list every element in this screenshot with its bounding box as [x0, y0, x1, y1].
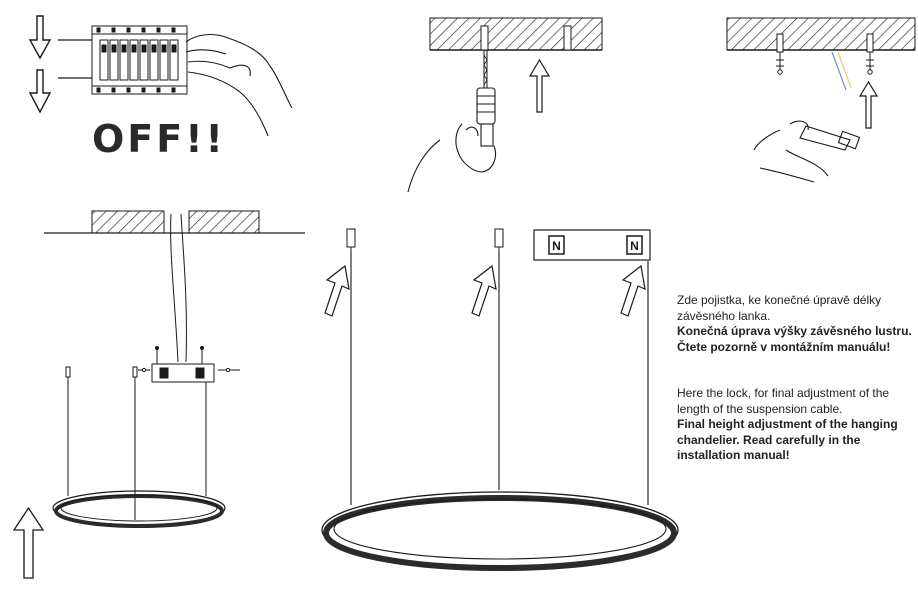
down-arrow-icon	[28, 15, 52, 60]
up-arrow-icon	[12, 506, 45, 579]
panel-large-chandelier: N N	[321, 228, 679, 571]
up-arrow-icon	[471, 264, 497, 317]
panel-drill	[407, 17, 603, 193]
panel-power-off	[28, 15, 293, 137]
ceiling	[726, 17, 916, 51]
up-arrow-icon	[858, 80, 879, 129]
down-arrow-icon	[28, 69, 52, 114]
note-english-bold: Final height adjustment of the hanging c…	[677, 417, 898, 462]
panel-small-chandelier	[12, 210, 305, 579]
ring-luminaire	[52, 490, 226, 528]
hand-with-hammer-icon	[753, 120, 861, 183]
fuse-symbol-left: N	[552, 239, 561, 253]
hand-icon	[185, 33, 293, 137]
up-arrow-icon	[324, 264, 350, 317]
note-english-text: Here the lock, for final adjustment of t…	[677, 386, 890, 416]
drill-icon	[476, 87, 496, 147]
hand-icon	[407, 123, 497, 193]
off-label: OFF!!	[92, 117, 226, 161]
note-english: Here the lock, for final adjustment of t…	[677, 386, 913, 464]
up-arrow-icon	[620, 264, 646, 317]
screw-icon	[776, 52, 874, 75]
ring-luminaire	[321, 491, 679, 571]
note-czech-bold-1: Konečná úprava výšky závěsného lustru.	[677, 324, 912, 338]
note-czech-bold-2: Čtete pozorně v montážním manuálu!	[677, 339, 891, 354]
fuse-box: N N	[533, 229, 651, 261]
canopy-icon	[138, 346, 240, 383]
note-czech-text: Zde pojistka, ke konečné úpravě délky zá…	[677, 293, 882, 323]
up-arrow-icon	[528, 58, 551, 113]
panel-anchors	[726, 17, 916, 183]
fuse-symbol-right: N	[630, 239, 639, 253]
circuit-breaker	[91, 25, 188, 95]
ceiling	[429, 17, 603, 51]
note-czech: Zde pojistka, ke konečné úpravě délky zá…	[677, 293, 913, 355]
